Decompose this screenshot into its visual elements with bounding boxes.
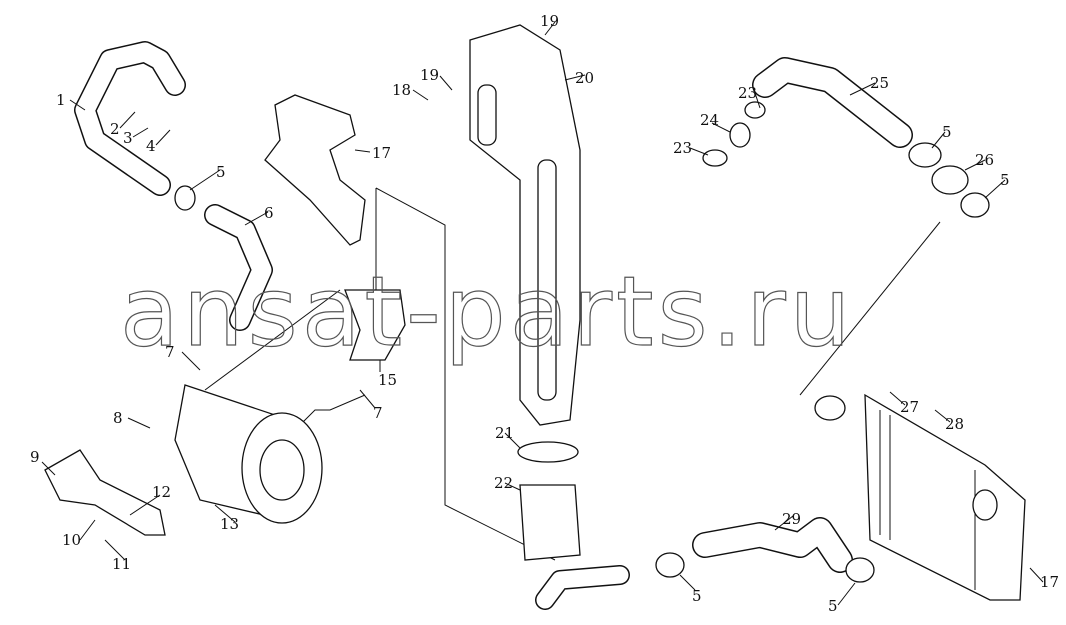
callout-27: 27 [900, 398, 919, 416]
callout-17: 17 [372, 144, 391, 162]
callout-23: 23 [738, 84, 757, 102]
callout-20: 20 [575, 69, 594, 87]
callout-5: 5 [942, 123, 952, 141]
callout-19: 19 [540, 12, 559, 30]
callout-10: 10 [62, 531, 81, 549]
part-22-boot [519, 484, 581, 561]
callout-28: 28 [945, 415, 964, 433]
callout-7: 7 [373, 404, 383, 422]
callout-5: 5 [692, 587, 702, 605]
clamps [174, 101, 990, 583]
callout-2: 2 [110, 120, 120, 138]
callout-25: 25 [870, 74, 889, 92]
part-26-coupler [931, 165, 969, 195]
callout-22: 22 [494, 474, 513, 492]
part-17-bracket [264, 94, 366, 246]
part-13-air-cleaner [174, 384, 323, 524]
callout-15: 15 [378, 371, 397, 389]
callout-6: 6 [264, 204, 274, 222]
callout-5: 5 [216, 163, 226, 181]
part-24-fitting [729, 122, 751, 148]
callout-11: 11 [112, 555, 131, 573]
callout-5: 5 [828, 597, 838, 615]
callout-24: 24 [700, 111, 719, 129]
callout-17: 17 [1040, 573, 1059, 591]
part-28-intercooler [814, 393, 1026, 601]
part-1-pipe [74, 41, 186, 196]
callout-9: 9 [30, 448, 40, 466]
part-20-duct [469, 24, 581, 426]
callout-18: 18 [392, 81, 411, 99]
callout-13: 13 [220, 515, 239, 533]
part-29-hose [535, 517, 853, 610]
callout-3: 3 [123, 129, 133, 147]
callouts: 1 2 3 4 5 6 7 8 9 10 11 12 13 15 17 18 1… [30, 12, 1059, 615]
part-21-seal [517, 441, 579, 463]
callout-23: 23 [673, 139, 692, 157]
callout-4: 4 [146, 137, 156, 155]
callout-29: 29 [782, 510, 801, 528]
part-6-hose [204, 204, 273, 331]
callout-12: 12 [152, 483, 171, 501]
leader-lines [41, 21, 1044, 606]
part-12-bracket [44, 449, 166, 536]
callout-1: 1 [56, 91, 66, 109]
callout-8: 8 [113, 409, 123, 427]
part-15-elbow [344, 289, 406, 361]
callout-19: 19 [420, 66, 439, 84]
part-25-hose [752, 57, 913, 148]
assembly-lines [204, 187, 941, 561]
watermark: ansat-parts.ru [120, 256, 855, 368]
callout-7: 7 [165, 343, 175, 361]
